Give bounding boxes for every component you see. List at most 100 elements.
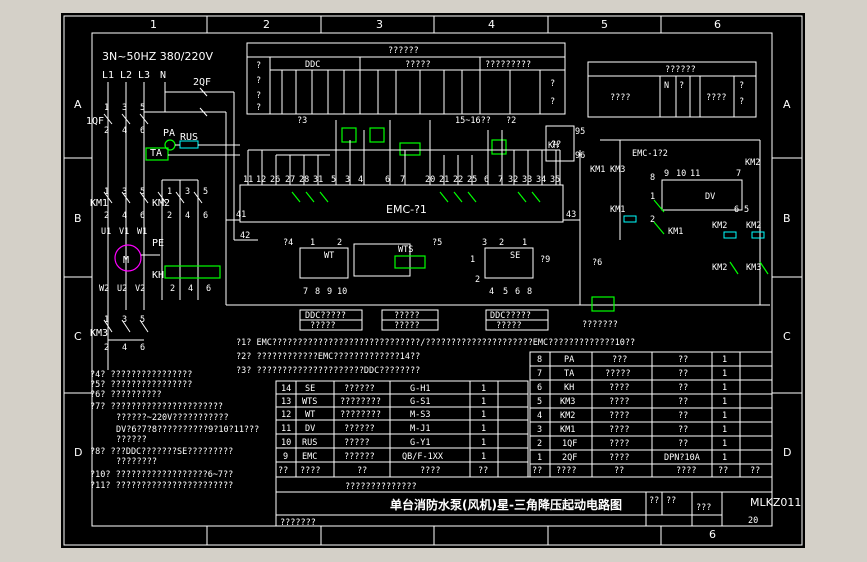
w2-label: W2 <box>99 284 109 294</box>
kh-label: KH <box>152 270 164 281</box>
svg-text:????: ???? <box>609 397 629 407</box>
col-label-5: 5 <box>601 18 608 31</box>
svg-text:5: 5 <box>140 315 145 325</box>
svg-text:5: 5 <box>537 397 542 407</box>
svg-text:1: 1 <box>722 425 727 435</box>
dv-label: DV <box>705 192 715 202</box>
svg-text:G-Y1: G-Y1 <box>410 438 430 448</box>
t5-top: 5 <box>140 103 145 113</box>
svg-text:2: 2 <box>499 238 504 248</box>
u1-label: U1 <box>101 227 111 237</box>
pa-label: PA <box>163 128 175 139</box>
phase-n: N <box>160 70 166 81</box>
row-label-b: B <box>74 212 82 225</box>
svg-text:6: 6 <box>140 343 145 353</box>
svg-text:DV: DV <box>305 424 315 434</box>
parts-left-row: 12 WT ???????? M-S3 1 <box>281 410 486 420</box>
row-zones: A B C D A B C D <box>64 98 802 459</box>
phase-l3: L3 <box>138 70 150 81</box>
svg-text:KM2: KM2 <box>712 263 727 273</box>
dv-unit <box>661 179 743 211</box>
svg-text:2: 2 <box>475 275 480 285</box>
svg-text:34: 34 <box>536 175 546 185</box>
svg-text:1: 1 <box>167 187 172 197</box>
svg-text:3: 3 <box>185 187 190 197</box>
svg-text:1: 1 <box>722 439 727 449</box>
wt-label: WT <box>324 251 334 261</box>
svg-text:4: 4 <box>122 343 127 353</box>
svg-text:6: 6 <box>385 175 390 185</box>
wt-unit <box>299 247 349 279</box>
svg-text:7: 7 <box>498 175 503 185</box>
v1-label: V1 <box>119 227 129 237</box>
svg-text:5: 5 <box>140 187 145 197</box>
title-misc: ?????????????? <box>345 482 417 492</box>
note-4: ?4? ???????????????? <box>90 370 192 380</box>
svg-text:RUS: RUS <box>302 438 317 448</box>
svg-text:1: 1 <box>481 438 486 448</box>
svg-text:G-S1: G-S1 <box>410 397 430 407</box>
relay-6 <box>591 296 615 312</box>
svg-text:26: 26 <box>270 175 280 185</box>
supply-label: 3N~50HZ 380/220V <box>102 50 213 63</box>
svg-text:????: ???? <box>609 453 629 463</box>
svg-text:TA: TA <box>564 369 574 379</box>
row-label-a: A <box>74 98 82 111</box>
note-3: ?3? ?????????????????????DDC???????? <box>236 366 420 376</box>
svg-text:4: 4 <box>358 175 363 185</box>
ddc-box3-line2: ????? <box>496 321 522 331</box>
svg-text:KM1: KM1 <box>560 425 575 435</box>
svg-text:33: 33 <box>522 175 532 185</box>
svg-text:1: 1 <box>537 453 542 463</box>
svg-text:4: 4 <box>122 211 127 221</box>
column-zones: 1 2 3 4 5 6 6 <box>150 16 721 545</box>
drawing-number: MLKZ011 <box>750 496 801 509</box>
parts-left-row: 11 DV ?????? M-J1 1 <box>281 424 486 434</box>
svg-text:?6: ?6 <box>592 258 602 268</box>
top-table-col2: ????? <box>405 60 431 70</box>
parts-right-row: 5 KM3 ???? ?? 1 <box>537 397 727 407</box>
svg-text:?: ? <box>550 97 555 107</box>
svg-text:????????: ???????? <box>340 397 381 407</box>
note-5: ?5? ???????????????? <box>90 380 192 390</box>
svg-text:1: 1 <box>104 315 109 325</box>
notes: ?1? EMC?????????????????????????????/???… <box>90 338 635 491</box>
parts-left-row: 13 WTS ???????? G-S1 1 <box>281 397 486 407</box>
rus-label: RUS <box>180 132 198 143</box>
top-table-title: ?????? <box>388 46 419 56</box>
right-function-table: ?????? ???? N ? ???? ? ? <box>587 61 757 118</box>
svg-text:3: 3 <box>482 238 487 248</box>
svg-text:12: 12 <box>281 410 291 420</box>
row-label-c: C <box>74 330 82 343</box>
svg-text:1QF: 1QF <box>562 439 577 449</box>
svg-text:G-H1: G-H1 <box>410 384 430 394</box>
svg-text:?5: ?5 <box>432 238 442 248</box>
parts-left-header: ?? ???? ?? ???? ?? <box>278 466 488 476</box>
parts-right-row: 1 2QF ???? DPN?10A 1 <box>537 453 727 463</box>
right-table-left: ???? <box>610 93 630 103</box>
drawing-title: 单台消防水泵(风机)星-三角降压起动电路图 <box>390 497 622 512</box>
wts-unit <box>353 243 411 277</box>
note-2: ?2? ????????????EMC?????????????14?? <box>236 352 420 362</box>
svg-text:2QF: 2QF <box>562 453 577 463</box>
row-label-d: D <box>74 446 82 459</box>
svg-text:PA: PA <box>564 355 574 365</box>
svg-text:M-J1: M-J1 <box>410 424 430 434</box>
svg-text:??????: ?????? <box>344 424 375 434</box>
wts-label: WTS <box>398 245 413 255</box>
t3-top: 3 <box>122 103 127 113</box>
svg-text:1: 1 <box>481 424 486 434</box>
motor-label: M <box>123 255 129 266</box>
svg-text:7: 7 <box>537 369 542 379</box>
parts-right-row: 6 KH ???? ?? 1 <box>537 383 727 393</box>
emc-controller-box <box>239 184 564 223</box>
svg-text:2: 2 <box>170 284 175 294</box>
note-8c: ?????? <box>116 435 147 445</box>
svg-text:1: 1 <box>104 187 109 197</box>
svg-text:KM1: KM1 <box>590 165 605 175</box>
parts-left-row: 9 EMC ?????? QB/F-1XX 1 <box>283 452 486 462</box>
svg-text:12: 12 <box>256 175 266 185</box>
svg-text:?: ? <box>256 61 261 71</box>
